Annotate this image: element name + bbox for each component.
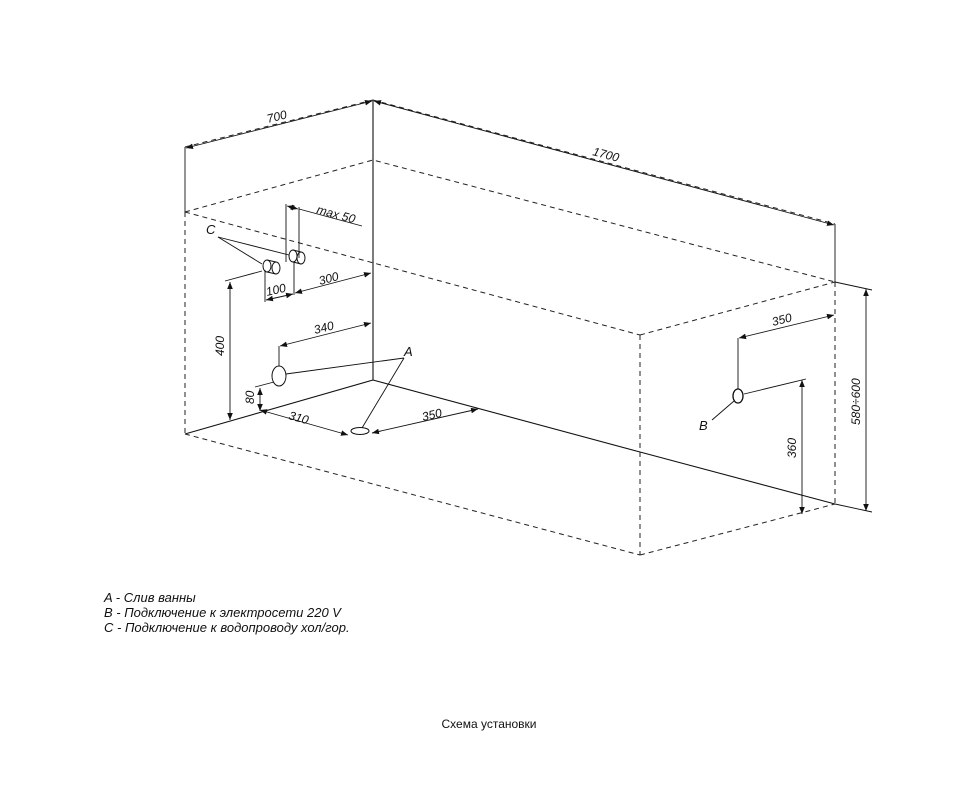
drain-group: 340 80 310 350 A (243, 318, 479, 436)
legend-item-c: C - Подключение к водопроводу хол/гор. (104, 620, 350, 635)
dimension-400-label: 400 (213, 336, 227, 356)
bathtub-outline (184, 100, 836, 505)
dimension-700: 700 (184, 100, 373, 212)
dimension-340-label: 340 (312, 318, 335, 337)
power-connection-icon (732, 388, 744, 404)
legend-item-b: B - Подключение к электросети 220 V (104, 605, 341, 620)
dimension-360-label: 360 (785, 438, 799, 458)
label-a: A (403, 344, 413, 359)
diagram-caption: Схема установки (441, 717, 537, 731)
dimension-max50-label: max 50 (315, 202, 357, 226)
dimension-350-drain-label: 350 (421, 406, 444, 424)
dimension-height-label: 580÷600 (849, 378, 863, 425)
floor-drain-icon (350, 427, 370, 435)
power-group: 350 360 B (699, 310, 835, 514)
dimension-350-power-label: 350 (770, 310, 793, 329)
label-b: B (699, 418, 708, 433)
bathtub-hidden-edges (184, 99, 836, 556)
dimension-300-label: 300 (317, 269, 340, 288)
dimension-310-label: 310 (287, 408, 310, 427)
dimension-1700: 1700 (373, 100, 836, 282)
supply-pipe-left-icon (262, 259, 272, 273)
water-supply-group: C max 50 100 300 400 (206, 202, 372, 420)
legend-item-a: A - Слив ванны (104, 590, 196, 605)
supply-pipe-right-icon (288, 249, 298, 263)
dimension-700-label: 700 (265, 107, 288, 126)
dimension-height: 580÷600 (834, 281, 873, 513)
dimension-100-label: 100 (265, 281, 288, 299)
overflow-hole-icon (271, 365, 287, 387)
dimension-80-label: 80 (243, 390, 257, 404)
dimension-1700-label: 1700 (591, 144, 621, 165)
label-c: C (206, 222, 216, 237)
legend: A - Слив ванны B - Подключение к электро… (104, 590, 350, 635)
